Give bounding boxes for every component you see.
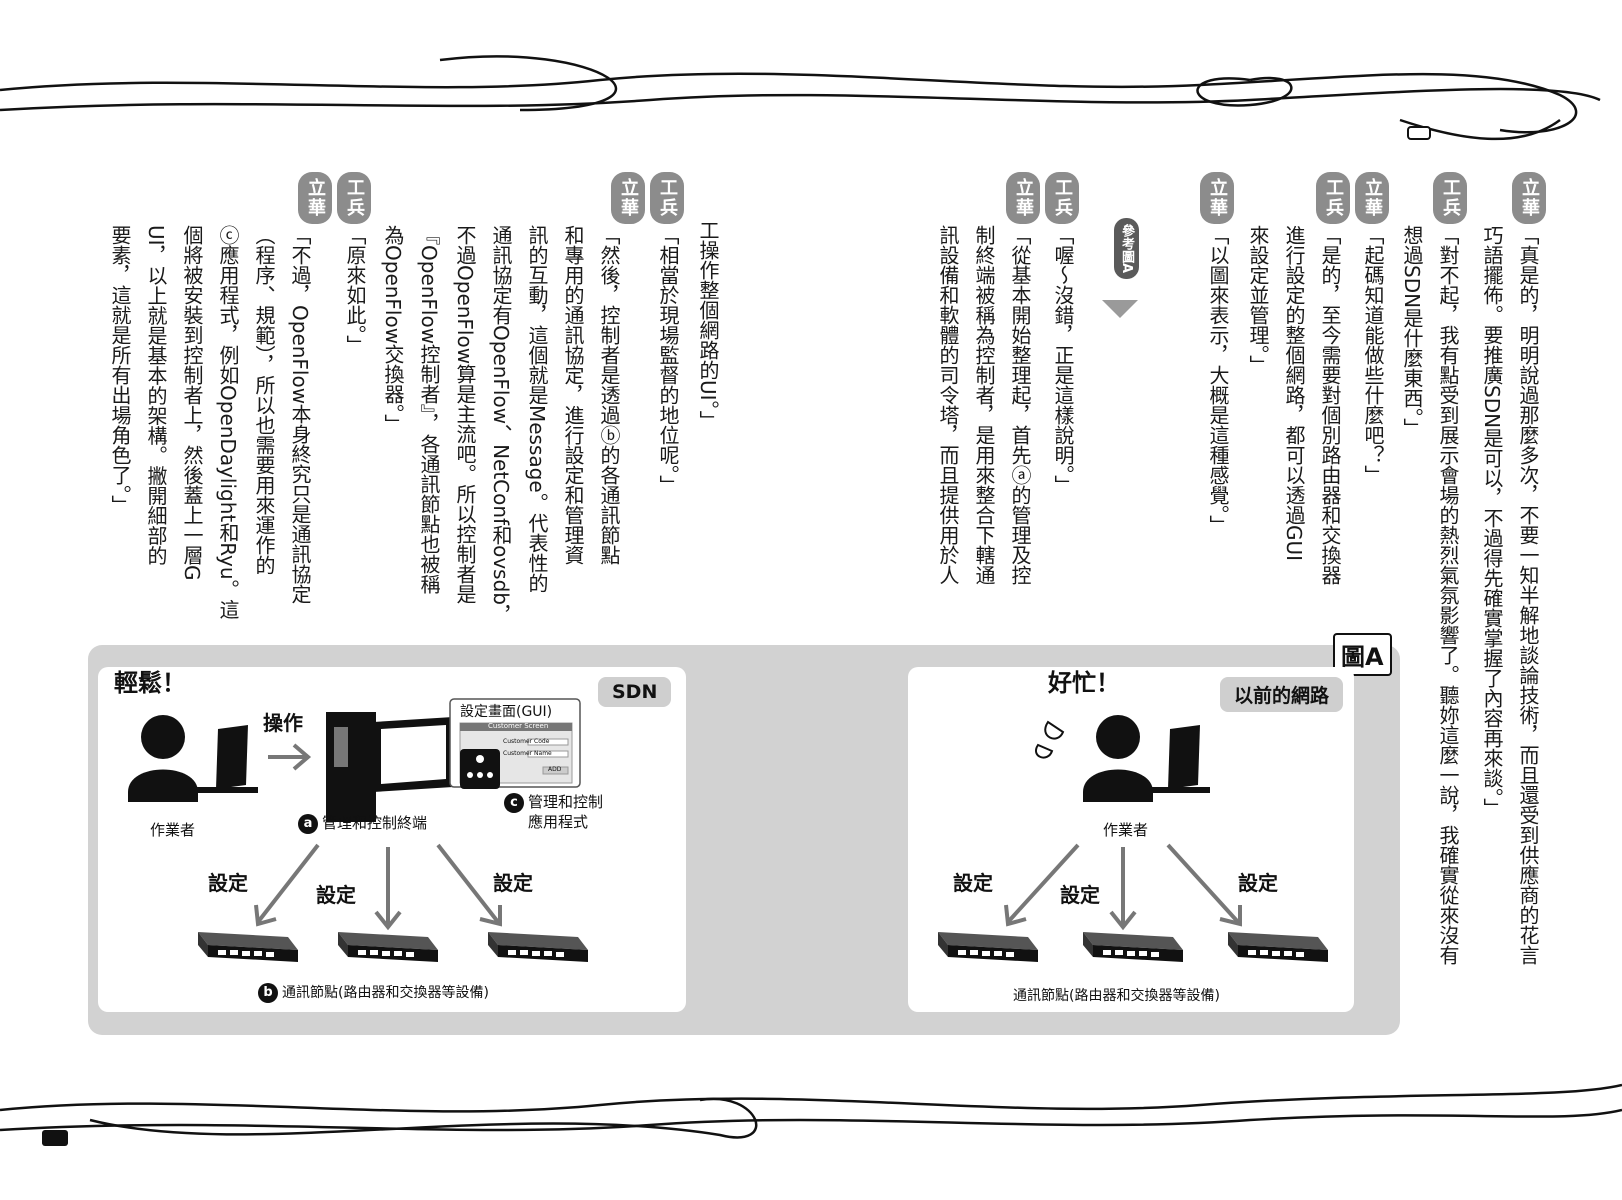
operator-label: 作業者 bbox=[1103, 821, 1149, 839]
speaker-badge: 立華 bbox=[298, 172, 332, 224]
terminal-icon bbox=[326, 712, 453, 822]
cable-plug-icon bbox=[1407, 126, 1431, 140]
operator-icon bbox=[1035, 715, 1210, 802]
legacy-panel: 好忙！ 以前的網路 bbox=[908, 667, 1354, 1012]
speaker-badge: 立華 bbox=[1355, 172, 1389, 224]
ref-figure-badge: 參考圖A bbox=[1114, 218, 1139, 280]
setting-label: 設定 bbox=[1238, 871, 1278, 895]
figure-a: 圖A 輕鬆！ SDN bbox=[88, 633, 1400, 1035]
marker-a-icon: a bbox=[298, 813, 318, 834]
legacy-illustration bbox=[938, 715, 1328, 962]
marker-c-icon: c bbox=[504, 792, 524, 813]
speaker-badge: 立華 bbox=[1006, 172, 1040, 224]
dialogue-text: 「真是的，明明說過那麼多次，不要一知半解地談論技術，而且還受到供應商的花言 巧語… bbox=[1480, 225, 1540, 965]
speaker-badge: 立華 bbox=[611, 172, 645, 224]
dialogue-text: 「相當於現場監督的地位呢。」 bbox=[656, 225, 680, 495]
speaker-badge: 立華 bbox=[1200, 172, 1234, 224]
operate-label: 操作 bbox=[263, 711, 303, 735]
sdn-panel: 輕鬆！ SDN bbox=[98, 667, 686, 1012]
dialogue-text: 「起碼知道能做些什麼吧？」 bbox=[1361, 225, 1385, 485]
nodes-label: 通訊節點(路由器和交換器等設備) bbox=[1013, 988, 1220, 1004]
sdn-tag: SDN bbox=[598, 677, 672, 707]
speaker-badge: 工兵 bbox=[1433, 172, 1467, 224]
gui-screen-title: Customer Screen bbox=[488, 722, 549, 730]
switch-icon bbox=[1083, 932, 1183, 962]
ref-arrow-icon bbox=[1102, 300, 1138, 318]
switch-icon bbox=[338, 932, 438, 962]
dialogue-text: 「對不起，我有點受到展示會場的熱烈氣氛影響了。聽妳這麼一說，我確實從來沒有 想過… bbox=[1400, 225, 1460, 965]
dialogue-text: 「是的，至今需要對個別路由器和交換器 進行設定的整個網路，都可以透過GUI 來設… bbox=[1246, 225, 1342, 585]
relaxed-exclaim: 輕鬆！ bbox=[114, 669, 186, 697]
speaker-badge: 工兵 bbox=[1316, 172, 1350, 224]
setting-label: 設定 bbox=[208, 871, 248, 895]
setting-arrows-icon bbox=[254, 843, 502, 931]
switch-icon bbox=[488, 932, 588, 962]
setting-label: 設定 bbox=[1060, 883, 1100, 907]
switch-icon bbox=[1228, 932, 1328, 962]
switch-icon bbox=[198, 932, 298, 962]
switch-icon bbox=[938, 932, 1038, 962]
app-label-line1: 管理和控制 bbox=[528, 793, 604, 811]
speaker-badge: 立華 bbox=[1512, 172, 1546, 224]
busy-exclaim: 好忙！ bbox=[1048, 669, 1120, 697]
terminal-label: 管理和控制終端 bbox=[322, 814, 428, 832]
gui-field-label: Customer Code bbox=[503, 738, 550, 745]
dialogue-text: 工操作整個網路的UI。」 bbox=[696, 220, 720, 431]
setting-label: 設定 bbox=[493, 871, 533, 895]
dialogue-text: 「原來如此。」 bbox=[343, 225, 367, 355]
gui-add-button: ADD bbox=[548, 766, 562, 773]
operator-label: 作業者 bbox=[150, 821, 196, 839]
setting-arrows-icon bbox=[1004, 843, 1242, 931]
setting-label: 設定 bbox=[316, 883, 356, 907]
cable-connector-icon bbox=[42, 1130, 68, 1146]
dialogue-text: 「喔～沒錯，正是這樣說明。」 bbox=[1051, 225, 1075, 495]
speaker-badge: 工兵 bbox=[650, 172, 684, 224]
gui-title: 設定畫面(GUI) bbox=[460, 704, 553, 720]
operator-icon bbox=[128, 715, 258, 802]
legacy-tag: 以前的網路 bbox=[1220, 677, 1344, 712]
gui-window-icon bbox=[449, 698, 581, 789]
sdn-illustration bbox=[128, 698, 588, 962]
marker-b-icon: b bbox=[258, 983, 278, 1003]
dialogue-text: 「以圖來表示，大概是這種感覺。」 bbox=[1206, 225, 1230, 535]
speaker-badge: 工兵 bbox=[1045, 172, 1079, 224]
dialogue-text: 「從基本開始整理起，首先ⓐ的管理及控 制終端被稱為控制者，是用來整合下轄通 訊設… bbox=[936, 225, 1032, 585]
speaker-badge: 工兵 bbox=[337, 172, 371, 224]
nodes-label: 通訊節點(路由器和交換器等設備) bbox=[282, 985, 489, 1001]
app-label-line2: 應用程式 bbox=[528, 813, 589, 831]
setting-label: 設定 bbox=[953, 871, 993, 895]
dialogue-text: 「不過，OpenFlow本身終究只是通訊協定 （程序、規範），所以也需要用來運作… bbox=[108, 225, 312, 620]
dialogue-text: 「然後，控制者是透過ⓑ的各通訊節點 和專用的通訊協定，進行設定和管理資 訊的互動… bbox=[381, 225, 621, 625]
gui-field-label: Customer Name bbox=[503, 750, 552, 757]
operate-arrow-icon bbox=[268, 743, 312, 771]
